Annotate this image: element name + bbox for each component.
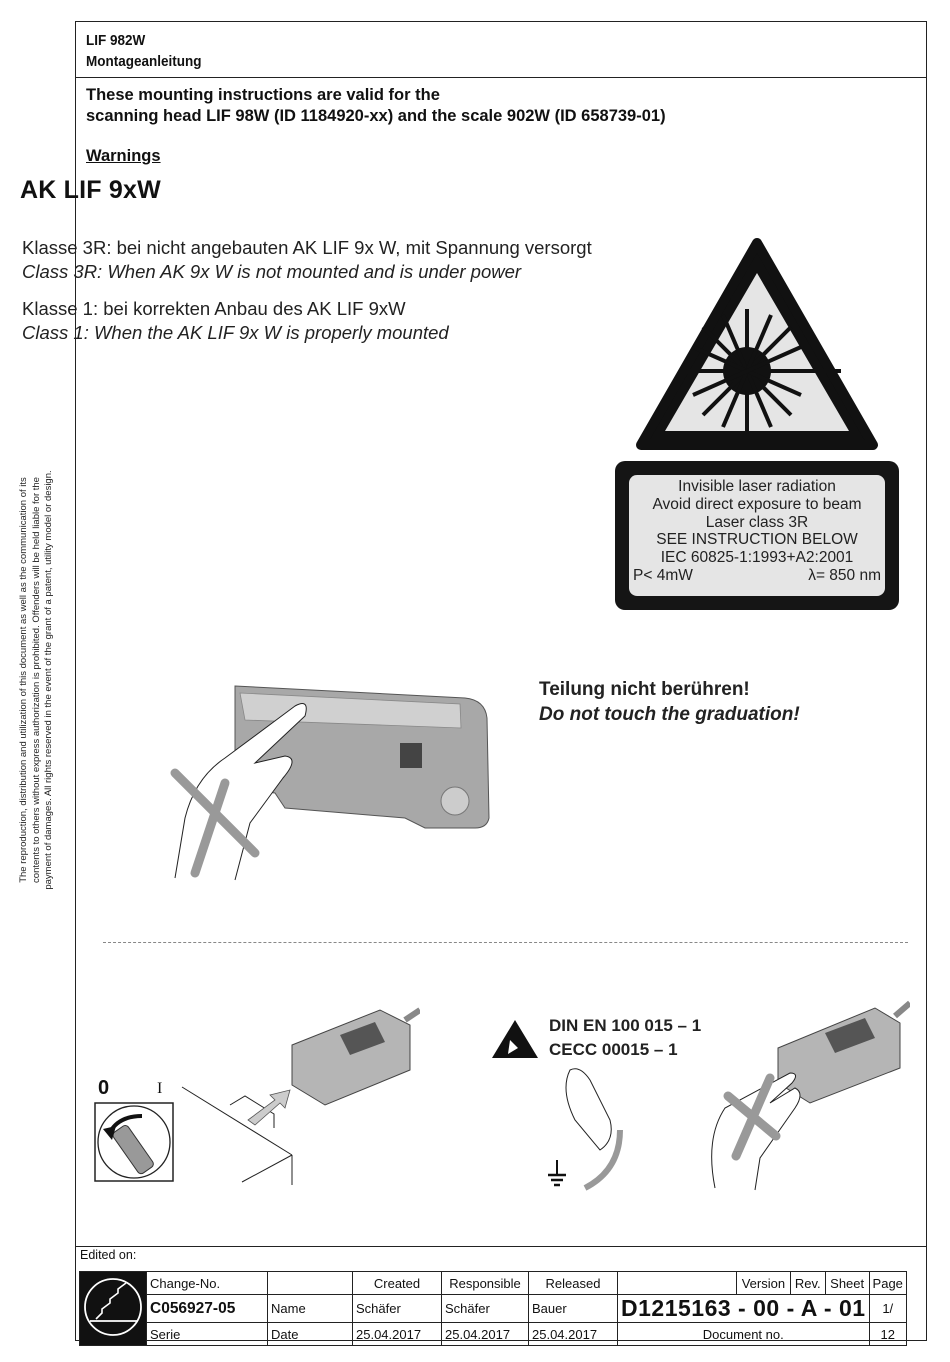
released-name: Bauer [528, 1294, 618, 1323]
document-frame: LIF 982W Montageanleitung These mounting… [75, 21, 927, 1341]
class3r-english: Class 3R: When AK 9x W is not mounted an… [22, 261, 522, 282]
col-responsible: Responsible [441, 1271, 529, 1295]
document-number: D1215163 - 00 - A - 01 [617, 1294, 870, 1323]
laser-warning-triangle-icon [636, 238, 878, 450]
switch-off-label: 0 [98, 1077, 110, 1099]
connector-no-touch-illustration-icon [711, 1000, 910, 1191]
scale-touch-illustration-icon [170, 685, 490, 881]
edited-on-label: Edited on: [75, 1246, 927, 1263]
power-switch-off-icon [94, 1102, 174, 1182]
created-name: Schäfer [352, 1294, 442, 1323]
label-power: P< 4mW [633, 566, 693, 584]
change-no-label: Change-No. [146, 1271, 268, 1295]
document-type: Montageanleitung [86, 53, 202, 70]
label-wavelength: λ= 850 nm [808, 566, 881, 584]
document-no-label: Document no. [617, 1322, 870, 1346]
sheet-label: Sheet [824, 1271, 870, 1295]
switch-on-label: I [157, 1080, 163, 1097]
class3r-german: Klasse 3R: bei nicht angebauten AK LIF 9… [22, 237, 592, 258]
intro-line-2: scanning head LIF 98W (ID 1184920-xx) an… [86, 107, 666, 125]
laser-class-label: Invisible laser radiation Avoid direct e… [615, 461, 899, 610]
col-released: Released [528, 1271, 618, 1295]
warnings-heading: Warnings [86, 147, 161, 165]
label-line-1: Invisible laser radiation [678, 478, 836, 495]
rev-label: Rev. [789, 1271, 826, 1295]
laser-section-title: AK LIF 9xW [20, 176, 161, 204]
company-logo-icon [79, 1271, 147, 1346]
page-label: Page [868, 1271, 907, 1295]
label-line-5: IEC 60825-1:1993+A2:2001 [660, 549, 854, 567]
section-divider [103, 942, 908, 943]
page-total: 12 [868, 1322, 907, 1346]
label-line-3: Laser class 3R [705, 513, 809, 531]
touch-warning-german: Teilung nicht berühren! [539, 679, 750, 700]
document-header: LIF 982W Montageanleitung [76, 22, 926, 78]
grounding-wrist-strap-icon [548, 1068, 623, 1191]
intro-line-1: These mounting instructions are valid fo… [86, 86, 440, 104]
row-date-label: Date [267, 1322, 353, 1346]
released-date: 25.04.2017 [528, 1322, 618, 1346]
created-date: 25.04.2017 [352, 1322, 442, 1346]
serie-label: Serie [146, 1322, 268, 1346]
change-number: C056927-05 [146, 1294, 268, 1323]
title-block: Change-No. Created Responsible Released … [79, 1271, 907, 1346]
label-line-4: SEE INSTRUCTION BELOW [656, 531, 858, 549]
esd-standard-din: DIN EN 100 015 – 1 [549, 1016, 702, 1035]
col-created: Created [352, 1271, 442, 1295]
row-name-label: Name [267, 1294, 353, 1323]
version-label: Version [736, 1271, 791, 1295]
esd-standard-cecc: CECC 00015 – 1 [549, 1040, 678, 1059]
responsible-name: Schäfer [441, 1294, 529, 1323]
intro-text: These mounting instructions are valid fo… [86, 85, 666, 127]
esd-warning-icon [492, 1020, 538, 1058]
responsible-date: 25.04.2017 [441, 1322, 529, 1346]
class1-english: Class 1: When the AK LIF 9x W is properl… [22, 322, 449, 343]
class1-german: Klasse 1: bei korrekten Anbau des AK LIF… [22, 298, 406, 319]
product-name: LIF 982W [86, 32, 146, 49]
page-current: 1/ [868, 1294, 907, 1323]
copyright-notice: The reproduction, distribution and utili… [18, 470, 54, 890]
connector-unplug-illustration-icon [181, 1007, 420, 1185]
label-line-2: Avoid direct exposure to beam [652, 495, 862, 513]
touch-warning-english: Do not touch the graduation! [539, 704, 800, 725]
